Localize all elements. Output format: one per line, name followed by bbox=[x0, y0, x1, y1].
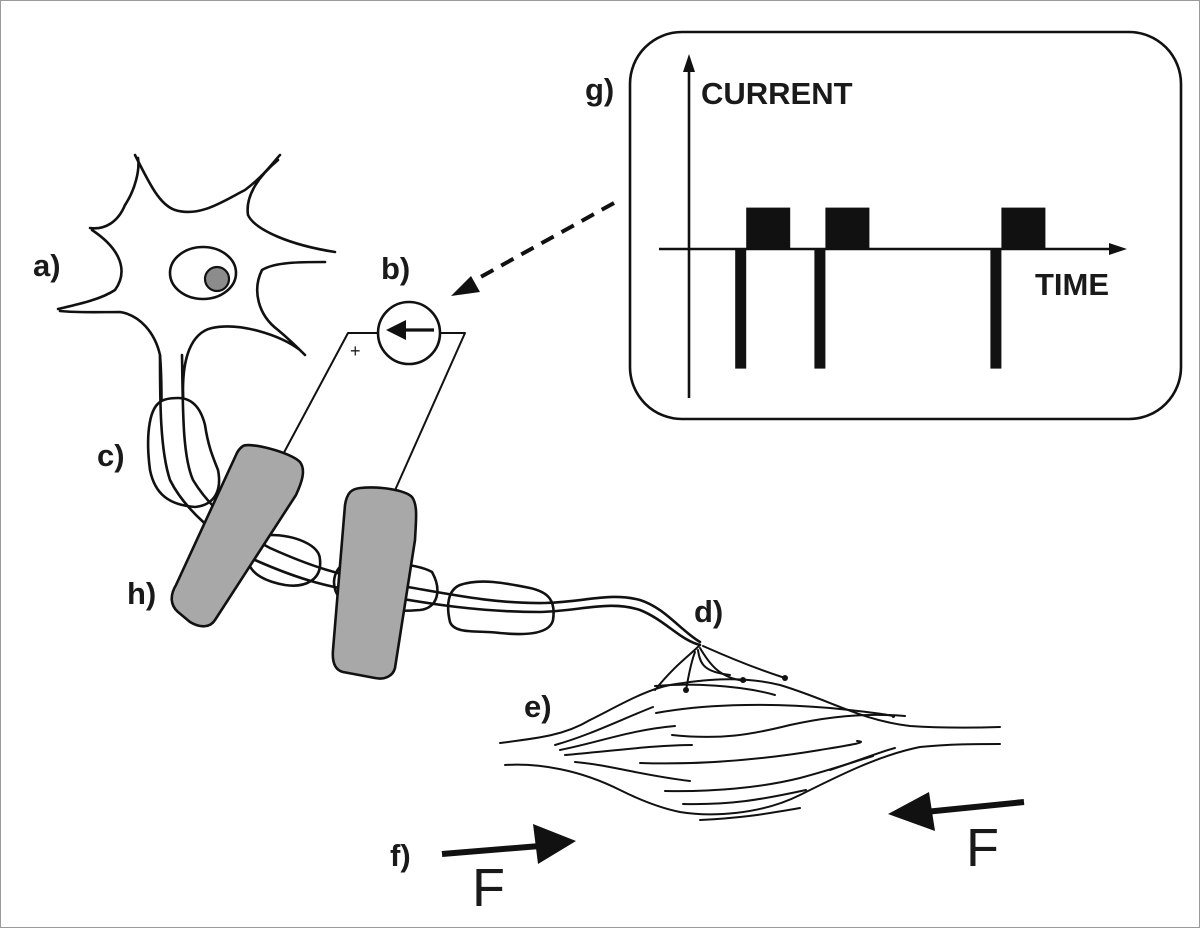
force-arrow-left-icon bbox=[888, 792, 935, 831]
x-axis-arrow-icon bbox=[1109, 243, 1127, 255]
nucleus bbox=[168, 245, 238, 301]
current-arrow-icon bbox=[386, 320, 406, 340]
electrode-2 bbox=[331, 486, 418, 680]
pulse-1-negative-phase bbox=[735, 249, 747, 369]
force-arrows: F F bbox=[441, 792, 1025, 918]
waveform-inset: CURRENT TIME bbox=[628, 30, 1183, 421]
neuron-cell-body bbox=[56, 153, 337, 462]
current-source bbox=[376, 300, 442, 366]
label-c: c) bbox=[97, 438, 125, 473]
nerve-terminal-4 bbox=[702, 645, 786, 679]
electrodes bbox=[170, 443, 418, 680]
stimulation-circuit: + bbox=[279, 300, 466, 498]
wire-left bbox=[279, 332, 379, 461]
force-arrow-left-shaft bbox=[441, 843, 541, 857]
nucleolus bbox=[203, 265, 231, 293]
part-labels: a) b) c) d) e) f) g) h) bbox=[33, 72, 723, 873]
wire-right bbox=[391, 332, 466, 498]
pulse-3-negative-phase bbox=[990, 249, 1002, 369]
myelin-sheath-4 bbox=[446, 580, 555, 636]
polarity-plus: + bbox=[350, 341, 361, 361]
inset-box bbox=[628, 30, 1183, 421]
x-axis-label: TIME bbox=[1035, 267, 1109, 302]
myelin-sheath-c bbox=[146, 396, 221, 509]
nerve-terminal-3 bbox=[699, 647, 746, 682]
neuromuscular-junction bbox=[654, 644, 788, 693]
nerve-terminal-1 bbox=[654, 644, 701, 691]
electrode-1 bbox=[170, 443, 305, 628]
pointer-arrow-icon bbox=[451, 276, 480, 296]
force-arrow-right-icon bbox=[533, 824, 576, 864]
neuron-outline bbox=[56, 153, 337, 462]
force-label-left: F bbox=[472, 858, 505, 918]
y-axis-arrow-icon bbox=[683, 54, 695, 72]
pulse-2-negative-phase bbox=[814, 249, 826, 369]
muscle-fibers bbox=[554, 683, 906, 821]
muscle-outline-top bbox=[499, 678, 1001, 744]
inset-pointer bbox=[451, 201, 615, 296]
label-d: d) bbox=[694, 594, 723, 629]
muscle-outline-bottom bbox=[504, 743, 1001, 816]
nerve-terminal-5 bbox=[697, 649, 731, 676]
pulse-train bbox=[735, 207, 1046, 369]
dashed-pointer-line bbox=[467, 201, 615, 286]
force-label-right: F bbox=[966, 818, 999, 878]
label-b: b) bbox=[381, 251, 410, 286]
label-a: a) bbox=[33, 248, 61, 283]
terminal-bouton bbox=[683, 687, 689, 693]
label-e: e) bbox=[524, 689, 552, 724]
pulse-1-positive-phase bbox=[746, 207, 791, 249]
label-g: g) bbox=[585, 72, 614, 107]
pulse-3-positive-phase bbox=[1001, 207, 1046, 249]
label-h: h) bbox=[127, 576, 156, 611]
muscle bbox=[499, 678, 1001, 821]
terminal-bouton bbox=[782, 675, 788, 681]
y-axis-label: CURRENT bbox=[701, 76, 853, 111]
pulse-2-positive-phase bbox=[825, 207, 870, 249]
label-f: f) bbox=[390, 838, 411, 873]
force-arrow-right-shaft bbox=[924, 799, 1025, 815]
